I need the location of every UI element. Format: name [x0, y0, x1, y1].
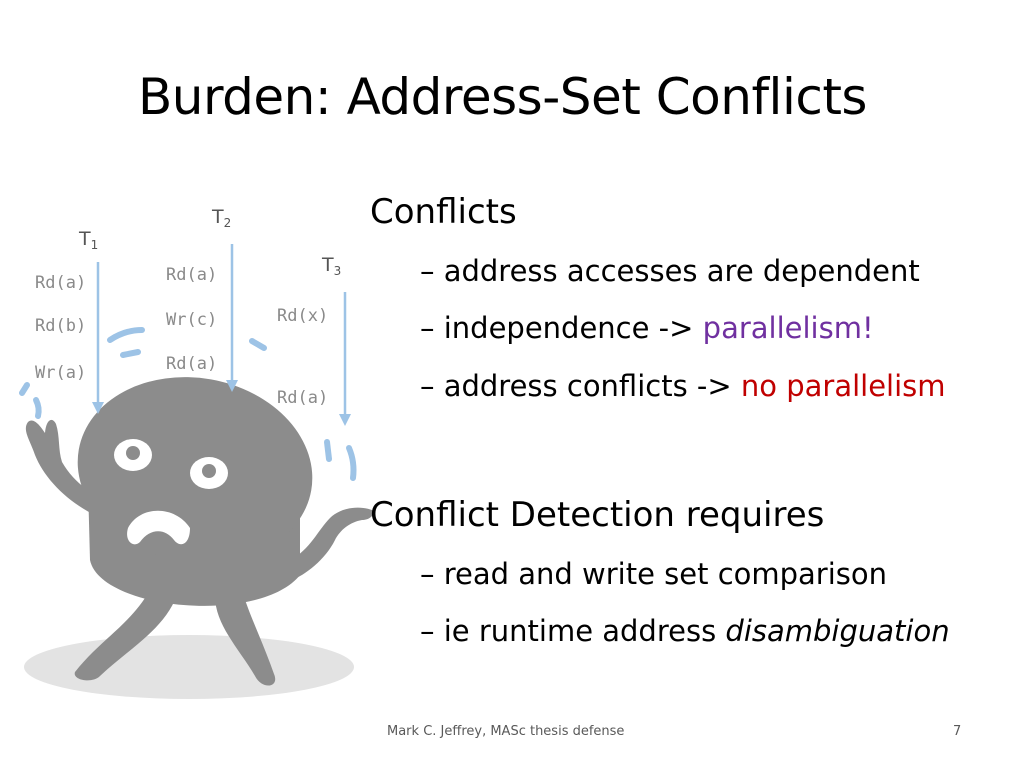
highlight-parallelism: parallelism!: [702, 311, 874, 345]
section-heading-conflict-detection: Conflict Detection requires: [370, 495, 825, 535]
thread-op: Wr(c): [166, 310, 218, 330]
right-leg: [215, 590, 276, 686]
stress-mark: [324, 439, 332, 462]
stress-mark: [120, 349, 141, 358]
left-leg: [74, 590, 175, 681]
stress-mark: [33, 397, 42, 419]
section-heading-conflicts: Conflicts: [370, 192, 517, 232]
page-number: 7: [953, 724, 962, 739]
worried-mouth: [127, 510, 190, 545]
thread-op: Rd(a): [166, 354, 218, 374]
slide-footer: Mark C. Jeffrey, MASc thesis defense: [387, 724, 625, 739]
thread-label-t1: T1: [79, 228, 99, 252]
stress-mark: [346, 445, 357, 481]
thread-label-t2: T2: [212, 206, 232, 230]
emphasis-disambiguation: disambiguation: [725, 614, 950, 648]
thread-op: Wr(a): [35, 363, 87, 383]
right-arm: [290, 507, 374, 580]
thread-label-t3: T3: [322, 254, 342, 278]
thread-op: Rd(a): [166, 265, 218, 285]
thread-op: Rd(x): [277, 306, 329, 326]
slide-title: Burden: Address-Set Conflicts: [138, 68, 867, 126]
bullet-item: – address conflicts -> no parallelism: [420, 369, 946, 403]
bullet-item: – read and write set comparison: [420, 557, 888, 591]
highlight-no-parallelism: no parallelism: [740, 369, 946, 403]
thread-op: Rd(a): [277, 388, 329, 408]
bullet-item: – ie runtime address disambiguation: [420, 614, 950, 648]
thread-op: Rd(b): [35, 316, 87, 336]
bullet-item: – independence -> parallelism!: [420, 311, 874, 345]
thread-op: Rd(a): [35, 273, 87, 293]
worried-character-illustration: [19, 244, 374, 699]
stress-mark: [107, 327, 145, 343]
floor-shadow: [24, 635, 354, 699]
stress-mark: [19, 382, 30, 396]
stress-mark: [249, 338, 267, 351]
bullet-item: – address accesses are dependent: [420, 254, 920, 288]
